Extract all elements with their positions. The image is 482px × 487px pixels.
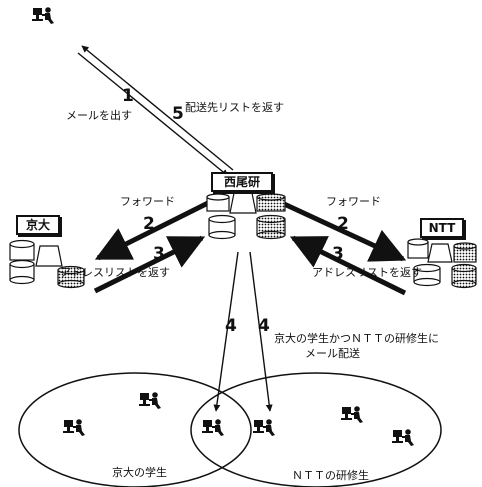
step-1-text: メールを出す <box>66 109 132 122</box>
step-4-text-line2: メール配送 <box>305 347 360 360</box>
step-3-left-text: アドレスリストを返す <box>60 266 170 279</box>
person-at-computer-icon <box>253 419 275 436</box>
set-ellipse-left <box>18 372 252 487</box>
node-left-label: 京大 <box>16 215 60 235</box>
step-2-right-number: 2 <box>337 214 349 234</box>
arrow-4-a <box>213 251 239 412</box>
set-right-label: ＮＴＴの研修生 <box>292 469 369 482</box>
set-left-label: 京大の学生 <box>112 466 167 479</box>
step-1-number: 1 <box>122 86 134 106</box>
arrow-3-left <box>93 235 206 294</box>
step-4-text-line1: 京大の学生かつＮＴＴの研修生に <box>274 332 439 345</box>
person-at-computer-icon <box>63 419 85 436</box>
arrow-1 <box>81 45 234 171</box>
step-5-text: 配送先リストを返す <box>185 101 284 114</box>
arrow-5 <box>77 52 229 177</box>
step-4-number-b: 4 <box>258 316 270 336</box>
person-at-computer-icon <box>202 419 224 436</box>
node-center-label: 西尾研 <box>211 172 273 192</box>
arrow-2-right <box>280 200 407 262</box>
person-at-computer-icon <box>341 406 363 423</box>
database-cylinder-icon <box>407 238 477 289</box>
set-ellipse-right <box>190 372 442 487</box>
step-2-left-text: フォワード <box>120 195 175 208</box>
person-at-computer-icon <box>392 429 414 446</box>
step-4-number-a: 4 <box>225 316 237 336</box>
step-3-right-text: アドレスリストを返す <box>312 266 422 279</box>
person-at-computer-icon <box>32 7 54 25</box>
person-at-computer-icon <box>139 392 161 409</box>
database-cylinder-icon <box>9 239 85 289</box>
step-3-left-number: 3 <box>153 244 165 264</box>
step-3-right-number: 3 <box>332 244 344 264</box>
step-5-number: 5 <box>172 104 184 124</box>
arrow-4-b <box>249 251 273 412</box>
arrow-3-right <box>289 235 407 296</box>
node-right-label: NTT <box>420 218 464 238</box>
step-2-right-text: フォワード <box>326 195 381 208</box>
step-2-left-number: 2 <box>143 214 155 234</box>
database-cylinder-icon <box>206 192 286 240</box>
arrow-2-left <box>94 200 210 261</box>
